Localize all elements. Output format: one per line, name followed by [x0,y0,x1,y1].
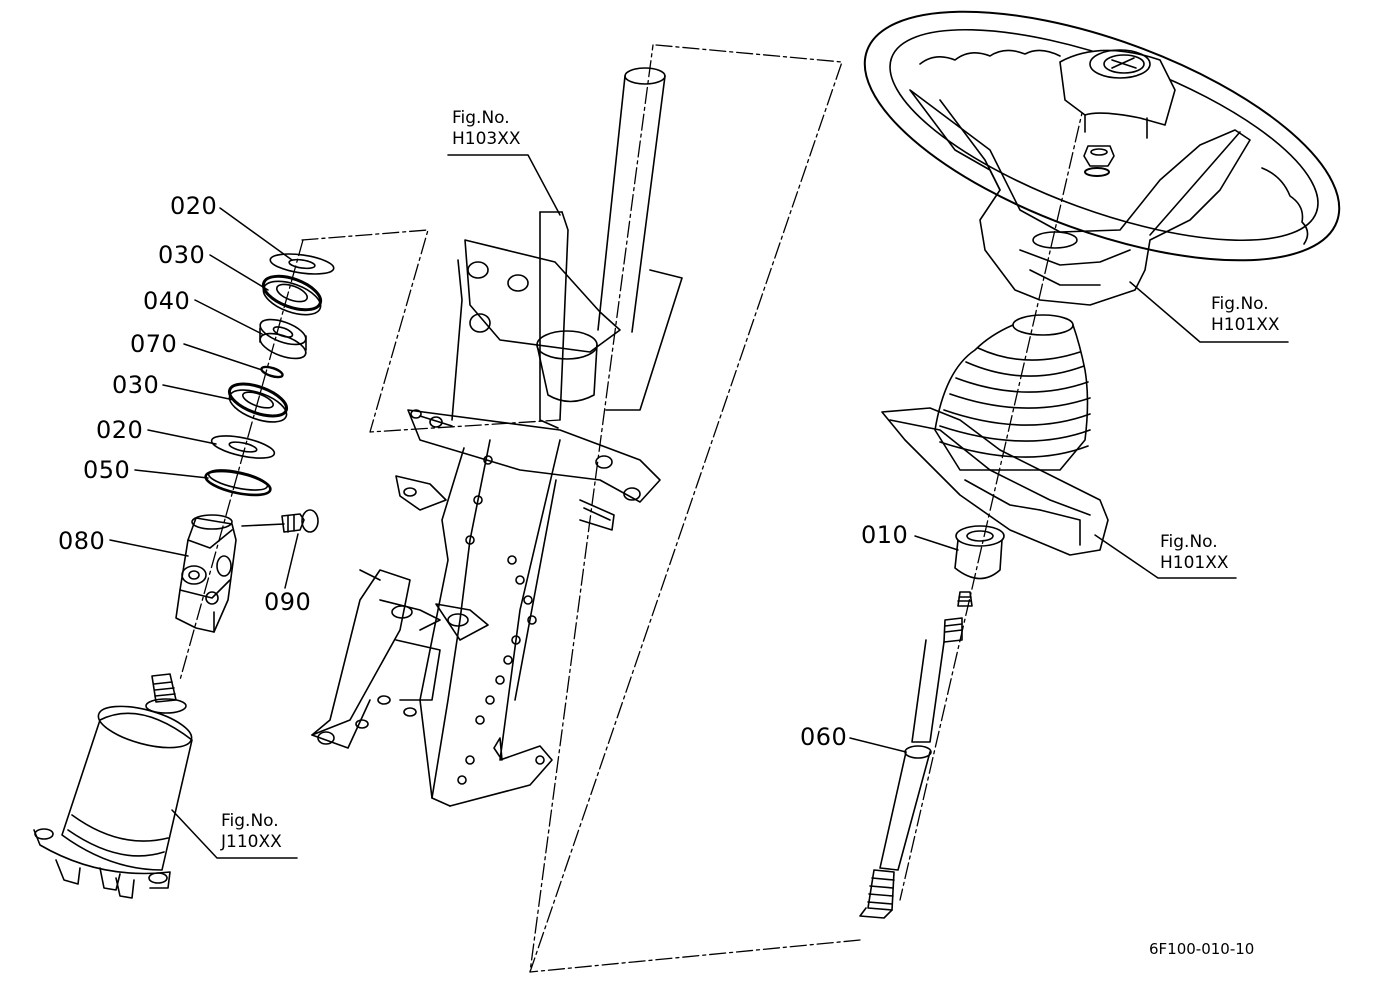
mounting-plate [882,408,1108,555]
steering-wheel [834,0,1370,312]
bearing-040 [257,314,309,363]
bearing-030-lower [225,378,290,429]
part-label-020-top: 020 [170,192,218,220]
steering-unit [34,674,196,898]
washer-020-lower [210,432,276,463]
steering-boot [935,315,1090,470]
part-label-040: 040 [143,287,191,315]
part-label-010: 010 [861,521,909,549]
part-label-030-top: 030 [158,241,206,269]
washer-020-top [269,251,335,278]
fig-ref-j110xx-line2: J110XX [221,832,282,852]
fig-ref-j110xx-line1: Fig.No. [221,811,279,831]
ring-050 [204,466,273,500]
fig-ref-h101xx-mid-line2: H101XX [1160,553,1229,573]
fig-ref-h101xx-top: Fig.No. H101XX [1211,294,1280,336]
fig-ref-j110xx: Fig.No. J110XX [221,811,282,853]
part-label-060: 060 [800,723,848,751]
part-label-020-lower: 020 [96,416,144,444]
universal-joint-080 [176,515,236,632]
part-label-080: 080 [58,527,106,555]
fig-ref-h101xx-top-line2: H101XX [1211,315,1280,335]
assembly-boundary-lines [180,45,1085,972]
bolt-090 [242,510,318,532]
fig-ref-h101xx-mid: Fig.No. H101XX [1160,532,1229,574]
part-label-070: 070 [130,330,178,358]
fig-ref-h103xx: Fig.No. H103XX [452,108,521,150]
fig-ref-h101xx-top-line1: Fig.No. [1211,294,1269,314]
fig-ref-h103xx-line1: Fig.No. [452,108,510,128]
part-label-030-lower: 030 [112,371,160,399]
snap-ring-070 [260,365,283,379]
bushing-010 [955,526,1004,579]
bearing-030-top [259,270,325,322]
shaft-060 [860,592,972,918]
fig-ref-h103xx-line2: H103XX [452,129,521,149]
leader-lines [110,155,1288,858]
part-label-090: 090 [264,588,312,616]
drawing-code: 6F100-010-10 [1149,940,1255,958]
part-label-050: 050 [83,456,131,484]
fig-ref-h101xx-mid-line1: Fig.No. [1160,532,1218,552]
steering-column-frame [312,68,682,806]
